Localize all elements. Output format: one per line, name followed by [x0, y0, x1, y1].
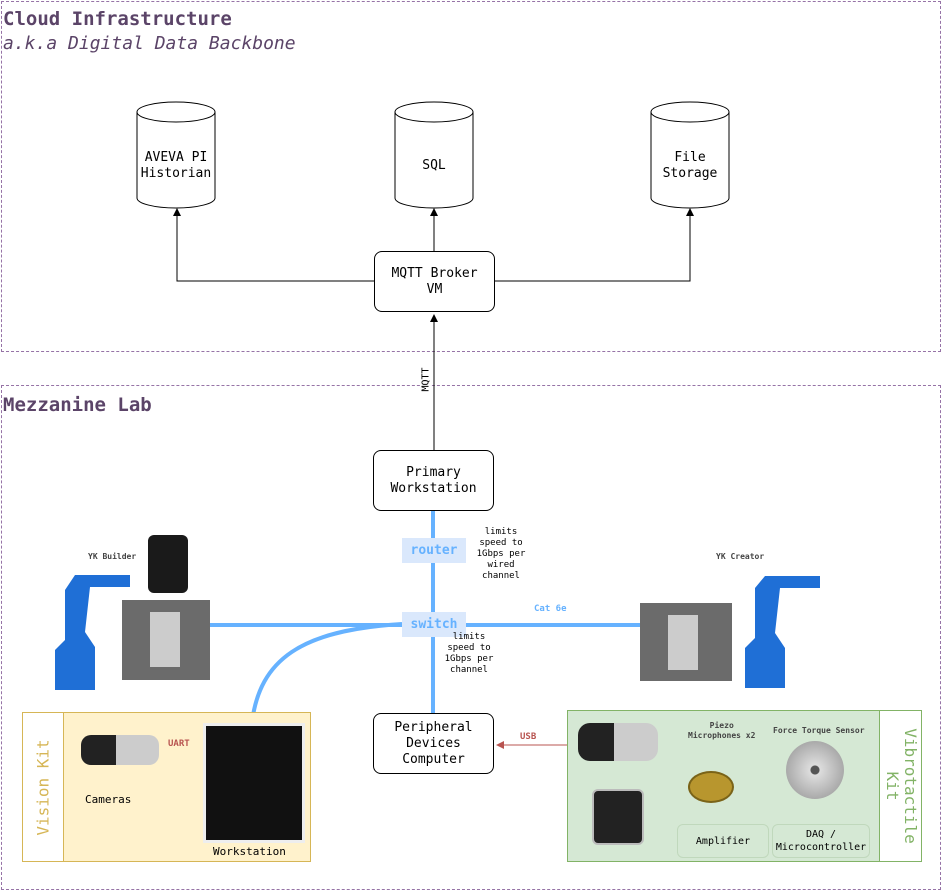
mqtt-label: MQTT: [420, 367, 432, 392]
yk-creator-label: YK Creator: [716, 552, 765, 561]
cat6e-label: Cat 6e: [534, 604, 567, 614]
cylinder-sql: [394, 101, 474, 209]
cylinder-file: [650, 101, 730, 209]
yk-builder-label: YK Builder: [88, 552, 137, 561]
depth-camera-image: [592, 789, 644, 845]
yk-builder-robot: [55, 535, 210, 690]
vision-kit-title: Vision Kit: [23, 713, 64, 861]
cloud-subtitle: a.k.a Digital Data Backbone: [3, 33, 296, 54]
switch-label: switch: [402, 612, 466, 637]
daq-box: DAQ / Microcontroller: [772, 824, 870, 858]
peripheral-computer-box: Peripheral Devices Computer: [373, 713, 494, 774]
database-cylinders: [136, 101, 730, 209]
switch-note: limits speed to 1Gbps per channel: [444, 632, 494, 675]
piezo-label: Piezo Microphones x2: [688, 721, 756, 740]
yk-creator-robot: [640, 576, 820, 688]
db-sql: SQL: [422, 158, 446, 173]
camera-image: [81, 735, 159, 765]
piezo-image: [688, 771, 734, 803]
primary-workstation-box: Primary Workstation: [373, 450, 494, 511]
workstation-label: Workstation: [213, 845, 286, 858]
uart-label: UART: [168, 739, 190, 749]
ft-sensor-image: [786, 741, 844, 799]
vibrotactile-kit: Vibrotactile Kit Piezo Microphones x2 Fo…: [567, 710, 922, 862]
db-aveva: AVEVA PI Historian: [140, 150, 212, 181]
cloud-title: Cloud Infrastructure: [3, 8, 232, 30]
workstation-image: [203, 723, 305, 843]
vibro-kit-title: Vibrotactile Kit: [879, 711, 921, 861]
usb-label: USB: [520, 732, 537, 742]
vision-kit: Vision Kit UART Cameras Workstation: [22, 712, 311, 862]
ft-sensor-label: Force Torque Sensor: [773, 726, 865, 735]
cylinder-aveva: [136, 101, 216, 209]
db-file-storage: File Storage: [662, 150, 718, 181]
camera-image: [578, 723, 658, 761]
lab-title: Mezzanine Lab: [3, 394, 152, 416]
cameras-label: Cameras: [85, 793, 132, 806]
router-label: router: [402, 538, 466, 563]
router-note: limits speed to 1Gbps per wired channel: [476, 527, 526, 581]
mqtt-broker-box: MQTT Broker VM: [374, 251, 495, 312]
amplifier-box: Amplifier: [677, 824, 769, 858]
